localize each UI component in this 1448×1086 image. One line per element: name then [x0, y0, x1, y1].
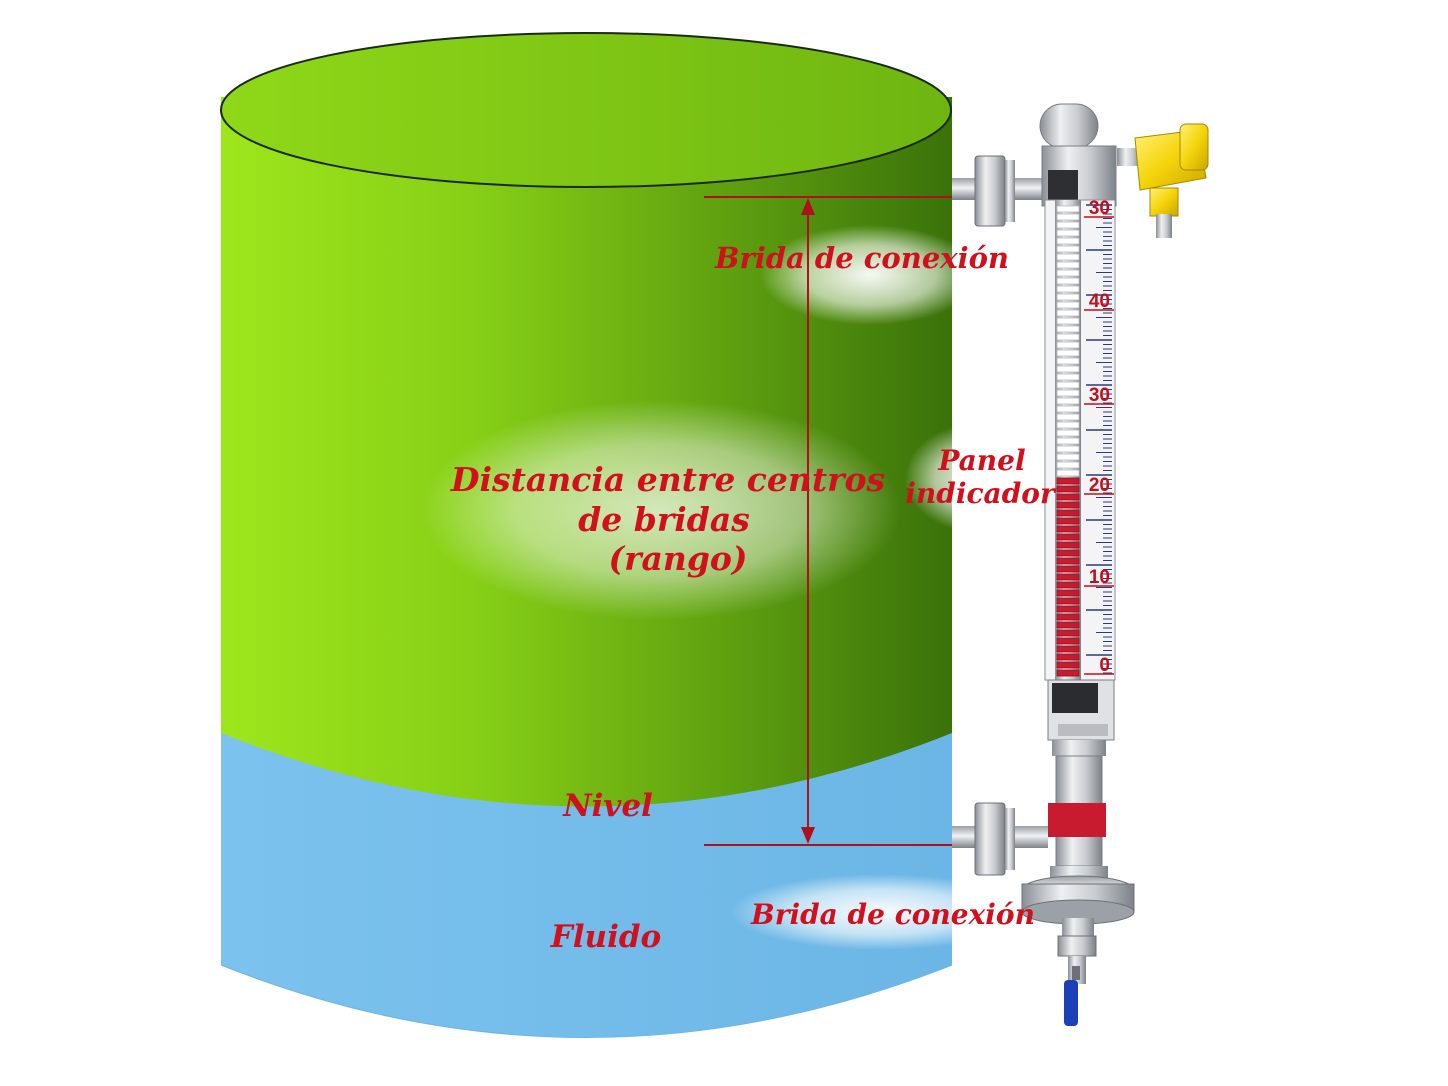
scale-number: 0: [1099, 655, 1110, 676]
flap-red: [1056, 533, 1080, 541]
flap-red: [1056, 485, 1080, 493]
fluid-region: [221, 733, 952, 1038]
indicator-panel-label-line1: Panel: [937, 444, 1025, 477]
flap-red: [1056, 669, 1080, 677]
flap-white: [1056, 429, 1080, 437]
bottom-flange: [952, 802, 1048, 876]
flap-white: [1056, 285, 1080, 293]
flap-white: [1056, 405, 1080, 413]
flap-white: [1056, 317, 1080, 325]
flap-white: [1056, 349, 1080, 357]
flap-white: [1056, 277, 1080, 285]
scale-number: 30: [1089, 198, 1110, 219]
flap-white: [1056, 397, 1080, 405]
flap-red: [1056, 637, 1080, 645]
flap-red: [1056, 629, 1080, 637]
center-distance-label-line2: de bridas: [578, 500, 750, 539]
flap-red: [1056, 501, 1080, 509]
tank-top: [220, 32, 952, 188]
flap-white: [1056, 437, 1080, 445]
center-distance-label-line3: (rango): [608, 539, 747, 578]
flap-red: [1056, 509, 1080, 517]
flap-white: [1056, 341, 1080, 349]
flap-white: [1056, 269, 1080, 277]
range-arrow-bottom: [801, 827, 815, 844]
label-glows: [420, 225, 1055, 950]
flap-white: [1056, 245, 1080, 253]
flap-white: [1056, 333, 1080, 341]
flap-white: [1056, 261, 1080, 269]
flap-white: [1056, 301, 1080, 309]
gauge-ticks: [1086, 204, 1112, 674]
flap-white: [1056, 293, 1080, 301]
flap-white: [1056, 237, 1080, 245]
gauge-red-band: [1048, 803, 1106, 837]
flap-red: [1056, 493, 1080, 501]
flap-red: [1056, 557, 1080, 565]
flap-red: [1056, 565, 1080, 573]
fluid-label: Fluido: [550, 919, 661, 955]
flap-white: [1056, 453, 1080, 461]
flap-white: [1056, 325, 1080, 333]
range-arrow-top: [801, 198, 815, 215]
flap-white: [1056, 221, 1080, 229]
indicator-panel-label-line2: indicador: [905, 477, 1057, 510]
flap-white: [1056, 445, 1080, 453]
flap-red: [1056, 613, 1080, 621]
flap-white: [1056, 389, 1080, 397]
gauge-top-cap: [1039, 103, 1099, 149]
flap-white: [1056, 205, 1080, 213]
flap-white: [1056, 469, 1080, 477]
flap-red: [1056, 589, 1080, 597]
scale-number: 20: [1089, 475, 1110, 496]
bottom-flange-label: Brida de conexión: [750, 898, 1035, 931]
flap-white: [1056, 357, 1080, 365]
junction-box-icon: [1117, 123, 1209, 238]
flap-white: [1056, 413, 1080, 421]
flap-white: [1056, 373, 1080, 381]
flap-red: [1056, 605, 1080, 613]
flap-red: [1056, 645, 1080, 653]
flap-white: [1056, 253, 1080, 261]
flap-red: [1056, 653, 1080, 661]
flap-white: [1056, 309, 1080, 317]
center-distance-label-line1: Distancia entre centros: [450, 460, 885, 499]
scale-number: 10: [1089, 567, 1110, 588]
top-flange-label: Brida de conexión: [714, 241, 1009, 275]
scale-number: 30: [1089, 385, 1110, 406]
gauge-scale-numbers: 30 40 30 20 10 0: [1084, 198, 1114, 676]
flap-red: [1056, 661, 1080, 669]
flap-red: [1056, 525, 1080, 533]
flap-red: [1056, 597, 1080, 605]
flap-red: [1056, 541, 1080, 549]
flap-white: [1056, 229, 1080, 237]
flap-red: [1056, 477, 1080, 485]
flap-white: [1056, 421, 1080, 429]
flap-white: [1056, 381, 1080, 389]
flap-white: [1056, 461, 1080, 469]
flap-red: [1056, 549, 1080, 557]
level-label: Nivel: [562, 788, 653, 824]
valve-handle-icon: [1064, 966, 1080, 1026]
flap-white: [1056, 365, 1080, 373]
flap-red: [1056, 517, 1080, 525]
top-flange: [952, 155, 1048, 227]
magnetic-level-gauge: 30 40 30 20 10 0: [1021, 103, 1209, 1026]
flap-red: [1056, 573, 1080, 581]
scale-number: 40: [1089, 291, 1110, 312]
flap-white: [1056, 213, 1080, 221]
gauge-flaps: [1056, 205, 1080, 677]
flap-red: [1056, 581, 1080, 589]
flap-red: [1056, 621, 1080, 629]
